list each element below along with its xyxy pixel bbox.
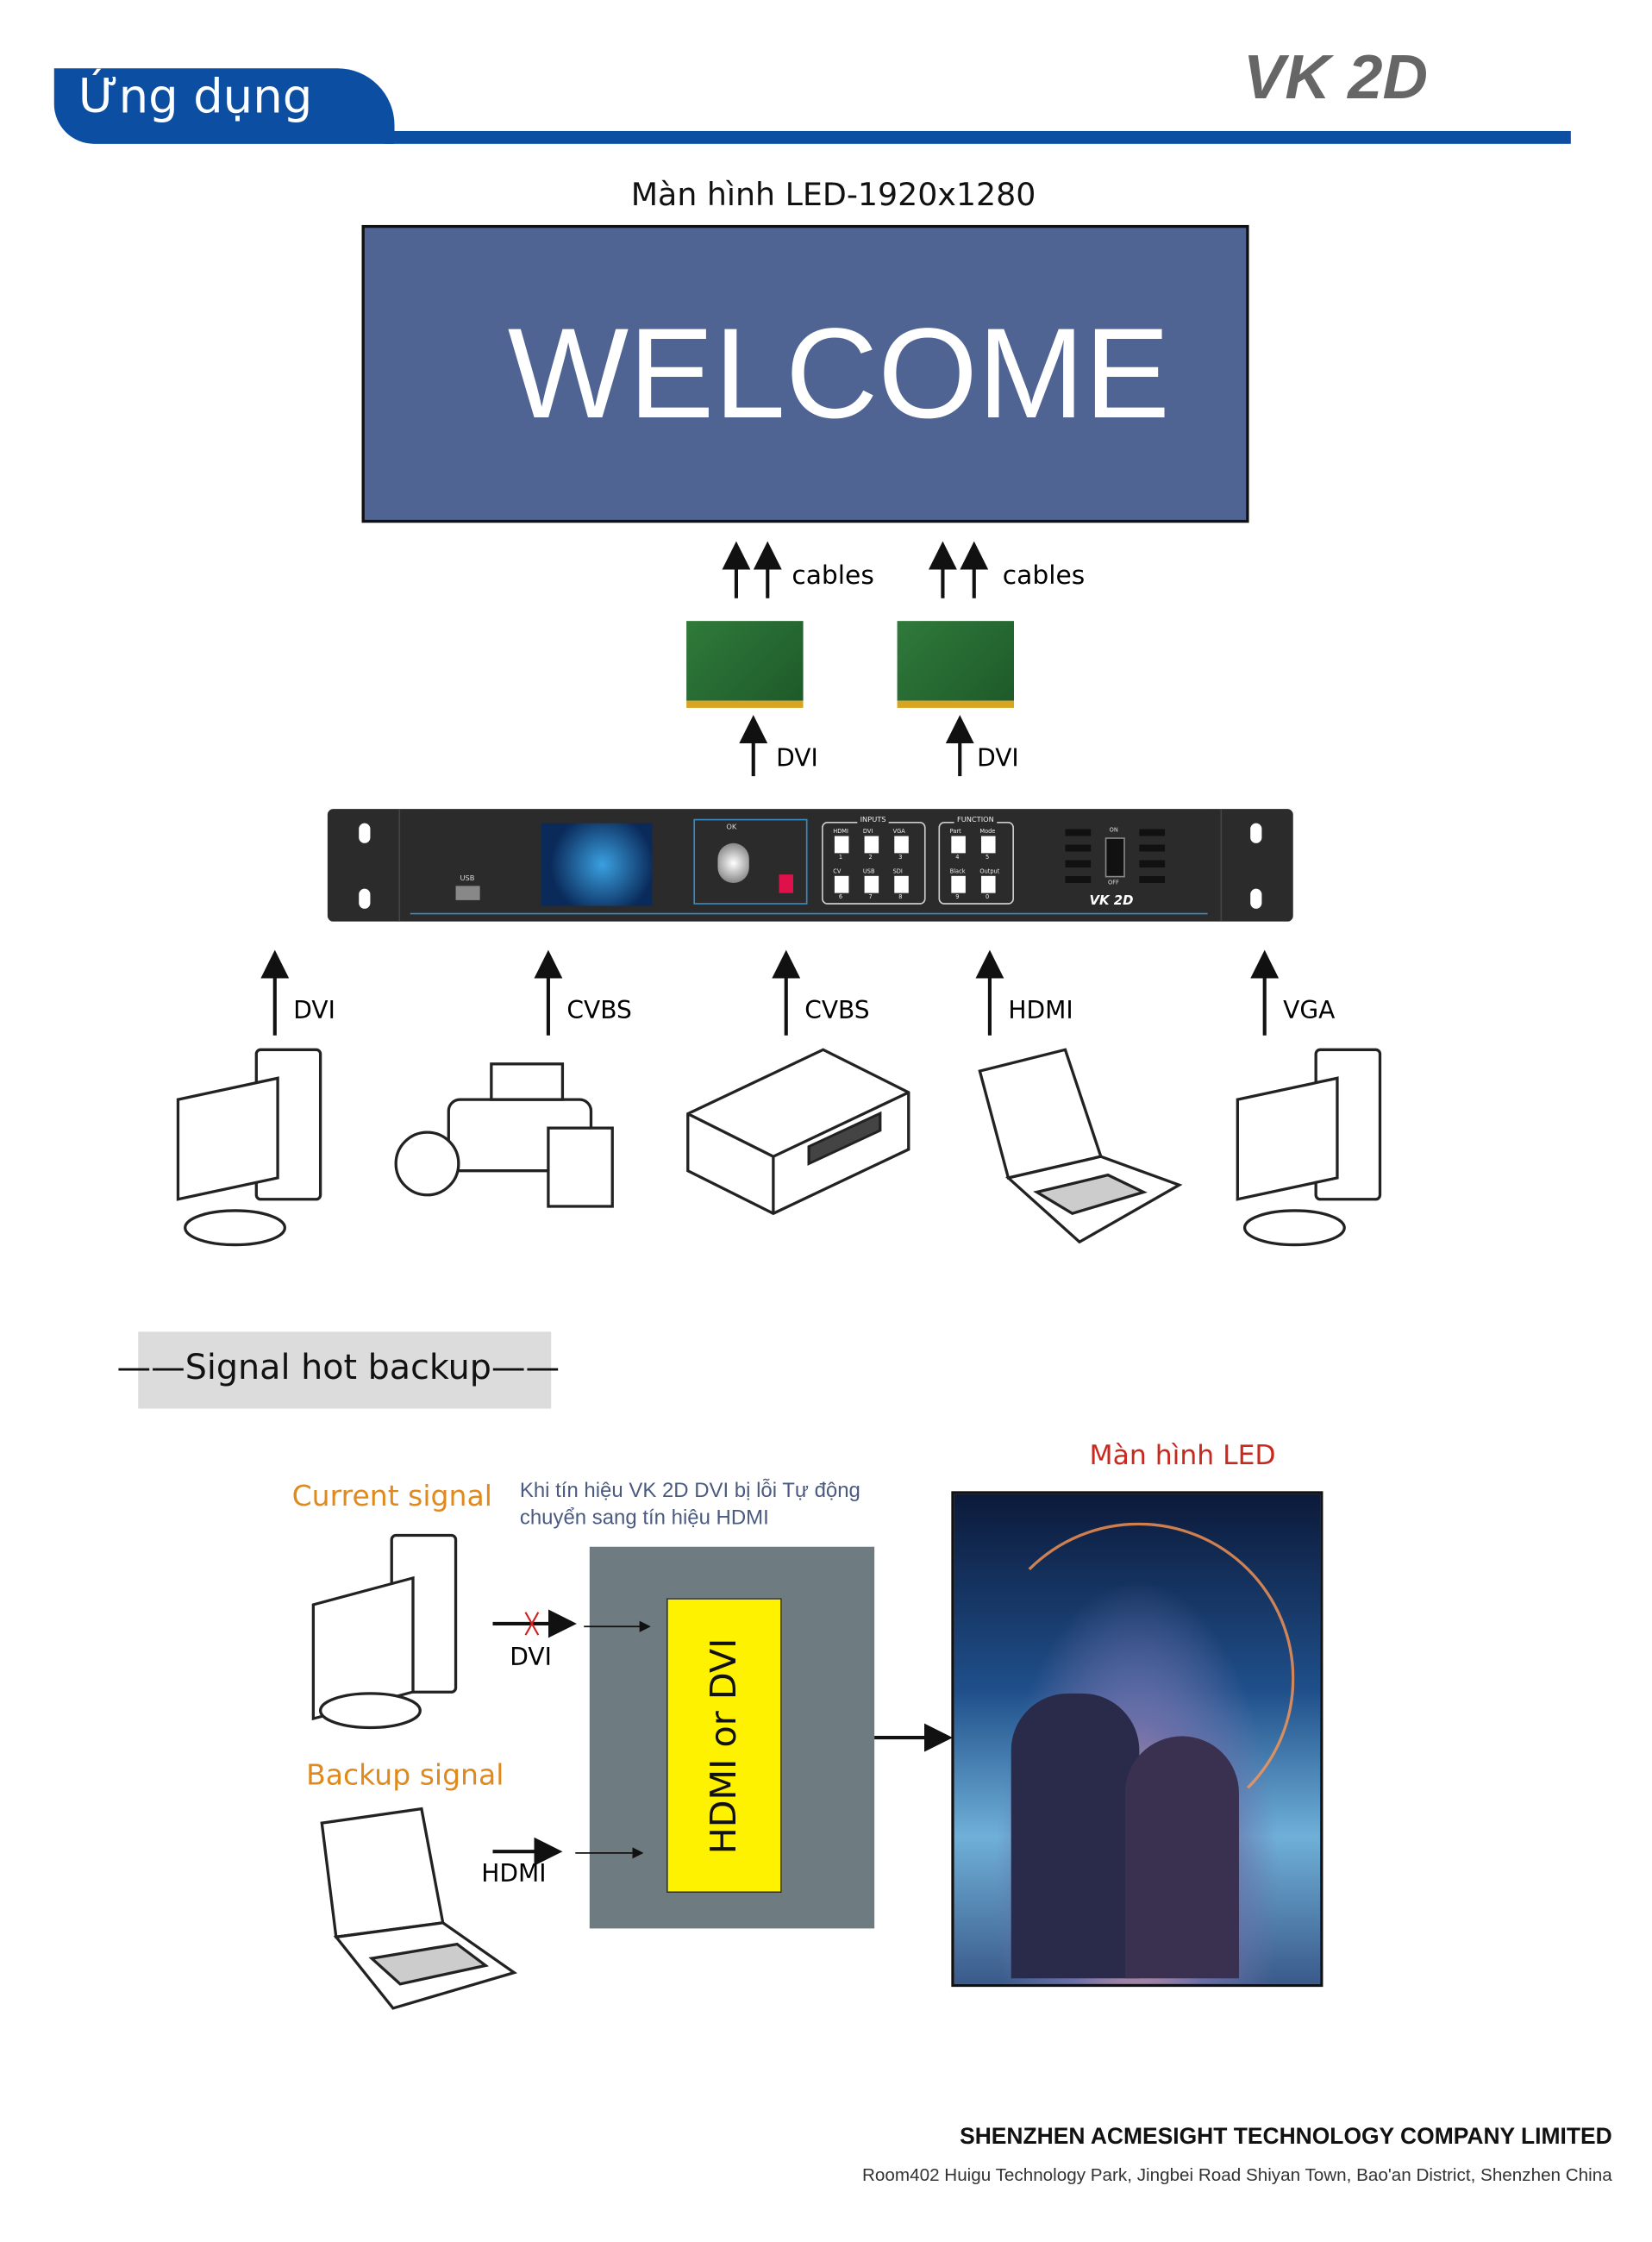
backup-signal-label: Backup signal: [306, 1757, 504, 1792]
panel-button-label: VGA: [892, 827, 905, 835]
panel-button-label: SDI: [892, 867, 903, 875]
led-screen: [361, 224, 1249, 523]
section-title: Ứng dụng: [78, 68, 313, 124]
device-model: VK 2D: [1089, 894, 1134, 909]
knob-panel: OK: [693, 818, 808, 905]
panel-button-number: 1: [838, 853, 843, 861]
sending-card: [897, 621, 1015, 708]
mount-hole: [1250, 888, 1262, 909]
panel-button-label: Part: [949, 827, 961, 835]
arrows-top: [260, 541, 1280, 1036]
backup-title-bg: [138, 1331, 552, 1409]
mount-hole: [1250, 823, 1262, 843]
panel-button-number: 2: [868, 853, 873, 861]
panel-button-number: 5: [985, 853, 990, 861]
panel-button-number: 4: [955, 853, 960, 861]
panel-button[interactable]: [981, 836, 996, 854]
header-tab: [53, 68, 395, 144]
inputs-title: INPUTS: [857, 816, 889, 825]
laptop-icon: [978, 1048, 1183, 1244]
welcome-text: WELCOME: [507, 303, 1170, 446]
header-rule: [384, 130, 1571, 144]
desktop-pc-icon: [311, 1533, 458, 1730]
panel-button-number: 7: [868, 892, 873, 900]
panel-button[interactable]: [951, 836, 966, 854]
panel-button[interactable]: [834, 875, 849, 893]
source-label: CVBS: [566, 997, 632, 1026]
desktop-pc-icon: [1236, 1048, 1382, 1247]
product-name: VK 2D: [1242, 42, 1428, 113]
source-label: CVBS: [804, 997, 870, 1026]
note-line-2: chuyển sang tín hiệu HDMI: [519, 1506, 769, 1530]
company-name: SHENZHEN ACMESIGHT TECHNOLOGY COMPANY LI…: [960, 2125, 1612, 2150]
mount-hole: [359, 888, 371, 909]
panel-button[interactable]: [894, 836, 909, 854]
switch-off-label: OFF: [1108, 879, 1119, 886]
power-switch[interactable]: [1104, 837, 1125, 878]
desktop-pc-icon: [176, 1048, 322, 1247]
panel-button[interactable]: [864, 875, 879, 893]
vent: [1065, 829, 1092, 889]
panel-button-label: DVI: [862, 827, 873, 835]
led-display-image: [951, 1491, 1323, 1988]
back-button[interactable]: [779, 874, 793, 893]
mount-hole: [359, 823, 371, 843]
laptop-icon: [320, 1807, 518, 2010]
panel-button-label: USB: [862, 867, 875, 875]
panel-button-label: CV: [833, 867, 842, 875]
panel-button-label: Mode: [979, 827, 996, 835]
dvd-player-icon: [686, 1048, 910, 1216]
vent: [1139, 829, 1166, 889]
current-signal-label: Current signal: [291, 1478, 492, 1513]
panel-button-label: Black: [949, 867, 966, 875]
usb-label: USB: [460, 874, 475, 884]
dvi-input-label: DVI: [510, 1644, 552, 1673]
ok-knob[interactable]: [717, 842, 749, 884]
panel-button[interactable]: [981, 875, 996, 893]
input-box: [666, 1598, 782, 1894]
source-label: DVI: [293, 997, 335, 1026]
dvi-label: DVI: [977, 744, 1019, 773]
sending-card: [686, 621, 804, 708]
panel-button-number: 0: [985, 892, 990, 900]
panel-button-number: 6: [838, 892, 843, 900]
backup-title: ——Signal hot backup——: [116, 1347, 560, 1387]
panel-button-number: 3: [898, 853, 903, 861]
panel-button[interactable]: [864, 836, 879, 854]
panel-button[interactable]: [894, 875, 909, 893]
lcd-display: [541, 823, 653, 906]
panel-button-label: Output: [979, 867, 1000, 875]
panel-button[interactable]: [951, 875, 966, 893]
panel-button[interactable]: [834, 836, 849, 854]
panel-button-number: 9: [955, 892, 960, 900]
source-label: VGA: [1283, 997, 1336, 1026]
function-title: FUNCTION: [954, 816, 998, 825]
note-line-1: Khi tín hiệu VK 2D DVI bị lỗi Tự động: [519, 1480, 860, 1503]
led-title: Màn hình LED: [1089, 1439, 1276, 1472]
company-address: Room402 Huigu Technology Park, Jingbei R…: [862, 2164, 1612, 2185]
panel-button-label: HDMI: [833, 827, 848, 835]
source-label: HDMI: [1008, 997, 1073, 1026]
video-camera-icon: [394, 1062, 614, 1208]
hdmi-input-label: HDMI: [481, 1860, 547, 1889]
screen-title: Màn hình LED-1920x1280: [630, 178, 1036, 214]
cables-label: cables: [1002, 560, 1086, 592]
cables-label: cables: [792, 560, 874, 592]
usb-port[interactable]: [455, 886, 480, 900]
failure-x-icon: [524, 1612, 540, 1636]
panel-button-number: 8: [898, 892, 903, 900]
dvi-label: DVI: [776, 744, 818, 773]
knob-label: OK: [726, 823, 737, 832]
switch-on-label: ON: [1109, 825, 1118, 834]
